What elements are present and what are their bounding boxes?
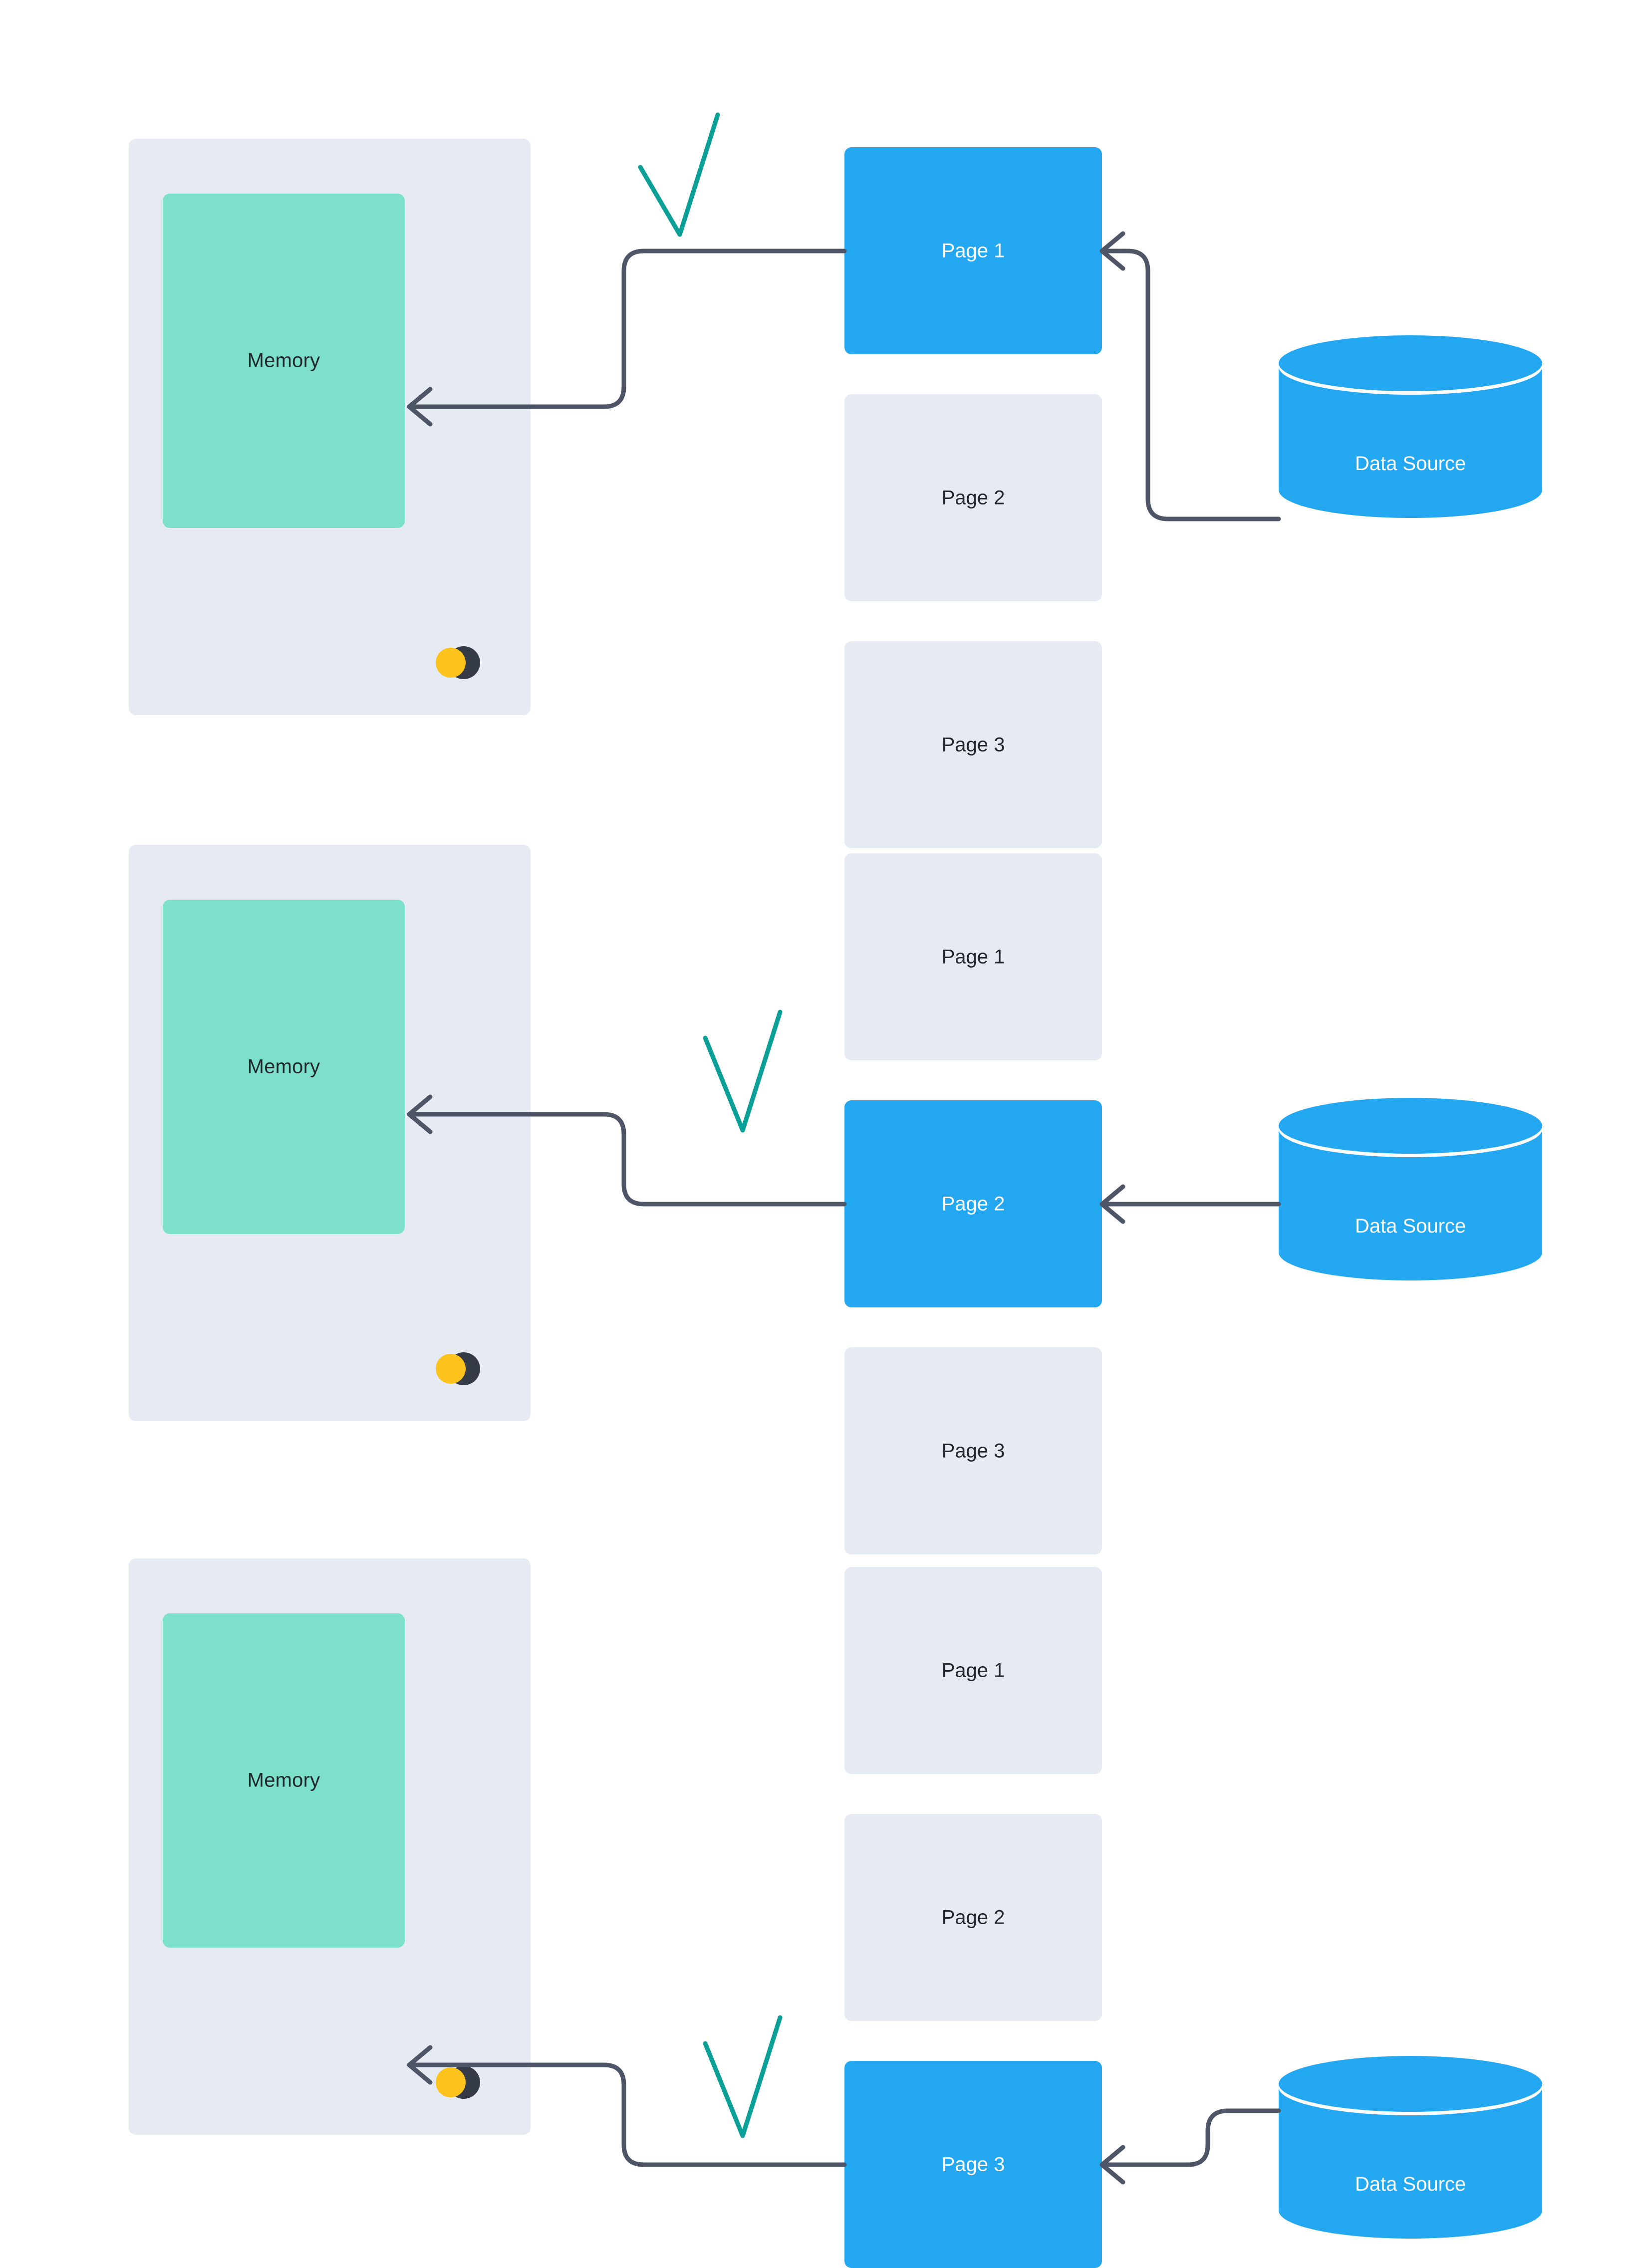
check-icon xyxy=(703,1009,783,1133)
page-card-label: Page 3 xyxy=(941,1440,1005,1462)
datasource-top-ellipse xyxy=(1279,335,1542,391)
page-card-label: Page 1 xyxy=(941,1659,1005,1681)
datasource-label: Data Source xyxy=(1355,1215,1466,1237)
brand-logo-icon xyxy=(431,1339,491,1399)
page-card-1[interactable]: Page 1 xyxy=(844,1567,1102,1774)
page-card-label: Page 1 xyxy=(941,946,1005,968)
memory-label: Memory xyxy=(247,349,320,372)
datasource-top-ellipse xyxy=(1279,2056,1542,2112)
page-card-1[interactable]: Page 1 xyxy=(844,147,1102,354)
arrow-left-icon xyxy=(1099,1184,1125,1224)
page-card-label: Page 3 xyxy=(941,734,1005,756)
page-card-3[interactable]: Page 3 xyxy=(844,1347,1102,1554)
database-cylinder-icon: Data Source xyxy=(1279,335,1542,547)
page-card-label: Page 3 xyxy=(941,2153,1005,2175)
memory-panel: Memory xyxy=(129,139,531,715)
page-card-1[interactable]: Page 1 xyxy=(844,853,1102,1060)
wire-datasource-to-page xyxy=(1099,249,1281,521)
memory-label: Memory xyxy=(247,1055,320,1078)
memory-panel: Memory xyxy=(129,1558,531,2135)
memory-box: Memory xyxy=(163,1613,405,1948)
arrow-left-icon xyxy=(1099,2145,1125,2185)
memory-box: Memory xyxy=(163,900,405,1234)
diagram-step-1: Memory Page 1 Page 2 Page 3 Data Source xyxy=(0,112,1645,848)
page-card-label: Page 2 xyxy=(941,1193,1005,1215)
page-card-3[interactable]: Page 3 xyxy=(844,641,1102,848)
page-card-3[interactable]: Page 3 xyxy=(844,2061,1102,2268)
database-cylinder-icon: Data Source xyxy=(1279,1098,1542,1310)
diagram-step-3: Memory Page 1 Page 2 Page 3 Data Source xyxy=(0,1539,1645,2268)
brand-logo-icon xyxy=(431,633,491,693)
datasource-label: Data Source xyxy=(1355,2173,1466,2195)
datasource-top-ellipse xyxy=(1279,1098,1542,1154)
database-cylinder-icon: Data Source xyxy=(1279,2056,1542,2268)
page-card-2[interactable]: Page 2 xyxy=(844,1100,1102,1307)
page-card-label: Page 1 xyxy=(941,240,1005,261)
memory-panel: Memory xyxy=(129,845,531,1421)
page-card-2[interactable]: Page 2 xyxy=(844,1814,1102,2021)
datasource-label: Data Source xyxy=(1355,453,1466,475)
page-card-2[interactable]: Page 2 xyxy=(844,394,1102,601)
memory-label: Memory xyxy=(247,1769,320,1791)
arrow-left-icon xyxy=(1099,231,1125,271)
page-card-label: Page 2 xyxy=(941,1906,1005,1928)
memory-box: Memory xyxy=(163,194,405,528)
check-icon xyxy=(638,112,720,237)
diagram-step-2: Memory Page 1 Page 2 Page 3 Data Source xyxy=(0,826,1645,1554)
brand-logo-icon xyxy=(431,2052,491,2112)
page-card-label: Page 2 xyxy=(941,487,1005,508)
wire-datasource-to-page xyxy=(1099,2108,1281,2167)
check-icon xyxy=(703,2015,783,2138)
